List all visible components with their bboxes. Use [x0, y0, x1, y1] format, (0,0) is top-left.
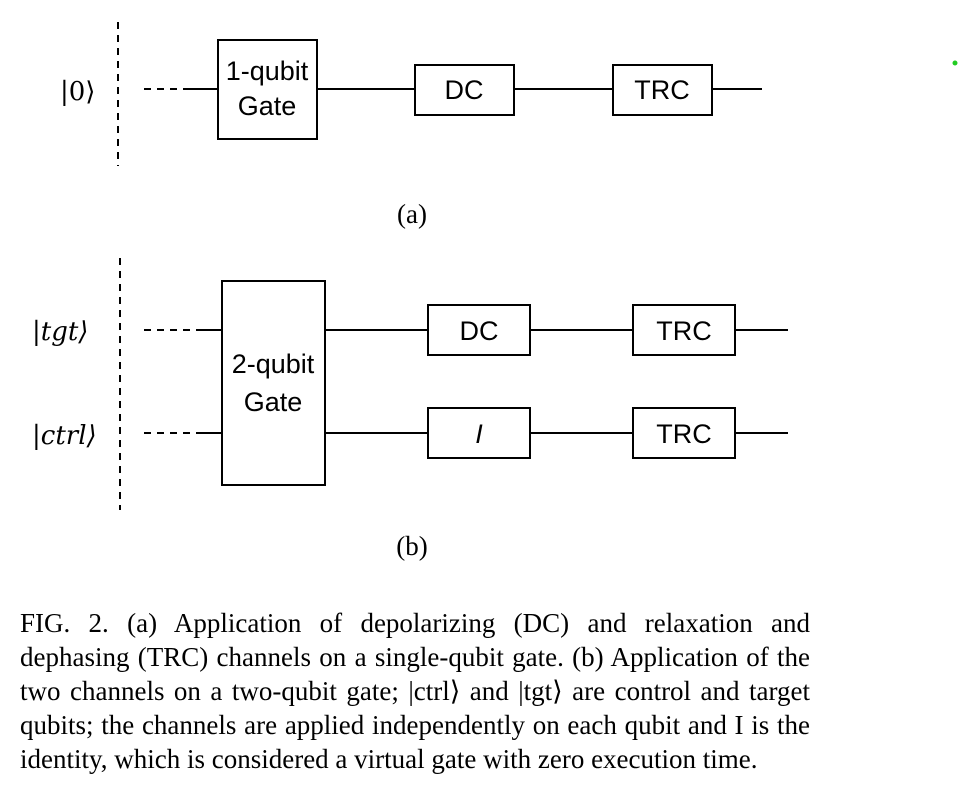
panel-b: |tgt⟩ |ctrl⟩ 2-qubit Gate DC TRC I TRC (…	[32, 258, 788, 561]
identity-label: I	[475, 419, 483, 449]
figure-caption: FIG. 2. (a) Application of depolarizing …	[20, 608, 810, 774]
sublabel-b: (b)	[396, 531, 427, 561]
trc-box-tgt	[632, 304, 736, 356]
dc-label-tgt: DC	[460, 316, 499, 346]
dc-label: DC	[445, 75, 484, 105]
input-ket-a: |0⟩	[60, 77, 95, 107]
identity-box	[427, 407, 531, 459]
trc-label-ctrl: TRC	[656, 419, 712, 449]
trc-label: TRC	[634, 75, 690, 105]
panel-a: |0⟩ 1-qubit Gate DC TRC (a)	[60, 22, 762, 229]
trc-label-tgt: TRC	[656, 316, 712, 346]
sublabel-a: (a)	[397, 199, 427, 229]
trc-box	[612, 64, 713, 116]
green-dot	[952, 60, 958, 66]
tgt-ket: |tgt⟩	[32, 317, 88, 347]
gate-label-line1: 1-qubit	[226, 56, 309, 86]
ctrl-ket: |ctrl⟩	[32, 421, 97, 451]
dc-box-tgt	[427, 304, 531, 356]
gate-label-line2: Gate	[238, 91, 297, 121]
gate2-label-line1: 2-qubit	[232, 349, 315, 379]
dc-box	[414, 64, 515, 116]
trc-box-ctrl	[632, 407, 736, 459]
one-qubit-gate-box	[217, 39, 318, 140]
gate2-label-line2: Gate	[244, 387, 303, 417]
two-qubit-gate-box	[221, 280, 326, 486]
